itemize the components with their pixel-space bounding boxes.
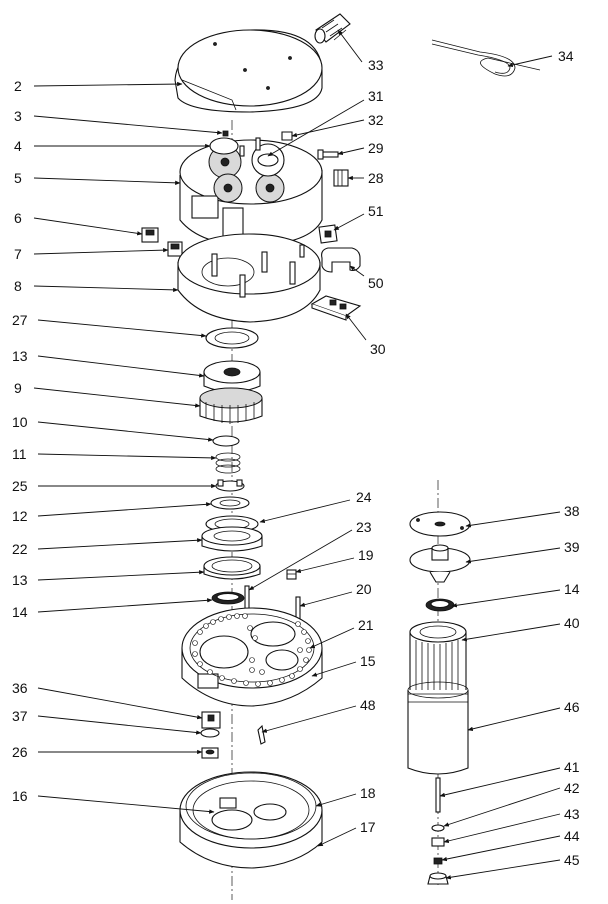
part-8-base-plate: [177, 233, 321, 323]
part-32-clip: [281, 131, 293, 141]
part-12-gasket: [210, 496, 250, 510]
label-26: 26: [12, 744, 28, 760]
label-39: 39: [564, 539, 580, 555]
label-24: 24: [356, 489, 372, 505]
label-7: 7: [14, 246, 22, 262]
part-14-seal-left: [211, 591, 245, 605]
part-46-filter-tube: [407, 681, 469, 775]
part-2-top-lid: [174, 29, 323, 113]
label-19: 19: [358, 547, 374, 563]
part-50-handle: [321, 247, 361, 273]
part-38-top-plate: [409, 511, 471, 537]
label-13-lower: 13: [12, 572, 28, 588]
label-44: 44: [564, 828, 580, 844]
part-10-oring: [212, 435, 240, 447]
label-40: 40: [564, 615, 580, 631]
label-42: 42: [564, 780, 580, 796]
label-51: 51: [368, 203, 384, 219]
part-41-shaft: [435, 777, 441, 813]
label-20: 20: [356, 581, 372, 597]
part-3-plug: [222, 130, 229, 137]
part-13-lower-ring: [203, 556, 261, 580]
part-51-indicator: [318, 224, 338, 244]
label-16: 16: [12, 788, 28, 804]
label-21: 21: [358, 617, 374, 633]
label-43: 43: [564, 806, 580, 822]
label-11: 11: [12, 446, 27, 462]
part-25-star-washer: [215, 479, 245, 492]
label-48: 48: [360, 697, 376, 713]
part-5-motor-head: [179, 137, 323, 247]
label-18: 18: [360, 785, 376, 801]
part-9-motor-fan: [199, 387, 263, 424]
label-8: 8: [14, 278, 22, 294]
part-42-washer: [431, 824, 445, 832]
label-33: 33: [368, 57, 384, 73]
part-39-filter-plate: [409, 544, 471, 583]
label-6: 6: [14, 210, 22, 226]
label-34: 34: [558, 48, 574, 64]
part-11-spring: [215, 452, 241, 474]
part-33-cable-gland: [314, 13, 351, 44]
label-4: 4: [14, 138, 22, 154]
label-22: 22: [12, 541, 28, 557]
part-21-perforated-plate: [189, 613, 315, 687]
label-27: 27: [12, 312, 28, 328]
part-27-ring: [205, 327, 259, 349]
label-14-right: 14: [564, 581, 580, 597]
part-28-terminal: [333, 169, 349, 187]
label-5: 5: [14, 170, 22, 186]
part-37-valve-seat: [200, 728, 220, 738]
part-16-inner-plate: [211, 797, 287, 831]
part-43-nut: [431, 837, 445, 847]
label-41: 41: [564, 759, 580, 775]
part-48-fitting: [257, 724, 266, 745]
label-37: 37: [12, 708, 28, 724]
label-14-left: 14: [12, 604, 28, 620]
part-30-pcb: [310, 295, 362, 321]
part-14-seal-right: [425, 598, 455, 612]
part-13-motor-top: [203, 360, 261, 393]
part-7-switch: [167, 241, 183, 257]
label-30: 30: [370, 341, 386, 357]
label-23: 23: [356, 519, 372, 535]
label-2: 2: [14, 78, 22, 94]
part-19-nut: [286, 569, 297, 580]
label-13-top: 13: [12, 348, 28, 364]
part-44-spacer: [433, 857, 443, 865]
label-38: 38: [564, 503, 580, 519]
part-number-labels: 2 3 4 5 6 7 8 27 13 9 10 11 25 12 22 13 …: [12, 48, 580, 868]
part-36-valve: [201, 711, 221, 729]
label-50: 50: [368, 275, 384, 291]
label-28: 28: [368, 170, 384, 186]
label-25: 25: [12, 478, 28, 494]
part-34-power-cable: [431, 39, 541, 77]
part-29-screw: [317, 149, 339, 160]
label-12: 12: [12, 508, 28, 524]
part-26-valve-base: [201, 747, 219, 759]
part-22-bearing-plate: [201, 526, 263, 552]
label-32: 32: [368, 112, 384, 128]
label-9: 9: [14, 380, 22, 396]
label-45: 45: [564, 852, 580, 868]
part-40-filter-cartridge: [409, 621, 467, 707]
label-29: 29: [368, 140, 384, 156]
part-45-knob: [427, 872, 449, 885]
leader-lines: [33, 29, 561, 880]
label-46: 46: [564, 699, 580, 715]
label-3: 3: [14, 108, 22, 124]
label-31: 31: [368, 88, 384, 104]
label-17: 17: [360, 819, 376, 835]
part-6-switch: [141, 227, 159, 243]
label-15: 15: [360, 653, 376, 669]
label-36: 36: [12, 680, 28, 696]
label-10: 10: [12, 414, 28, 430]
part-4-seal-disc: [209, 137, 239, 155]
